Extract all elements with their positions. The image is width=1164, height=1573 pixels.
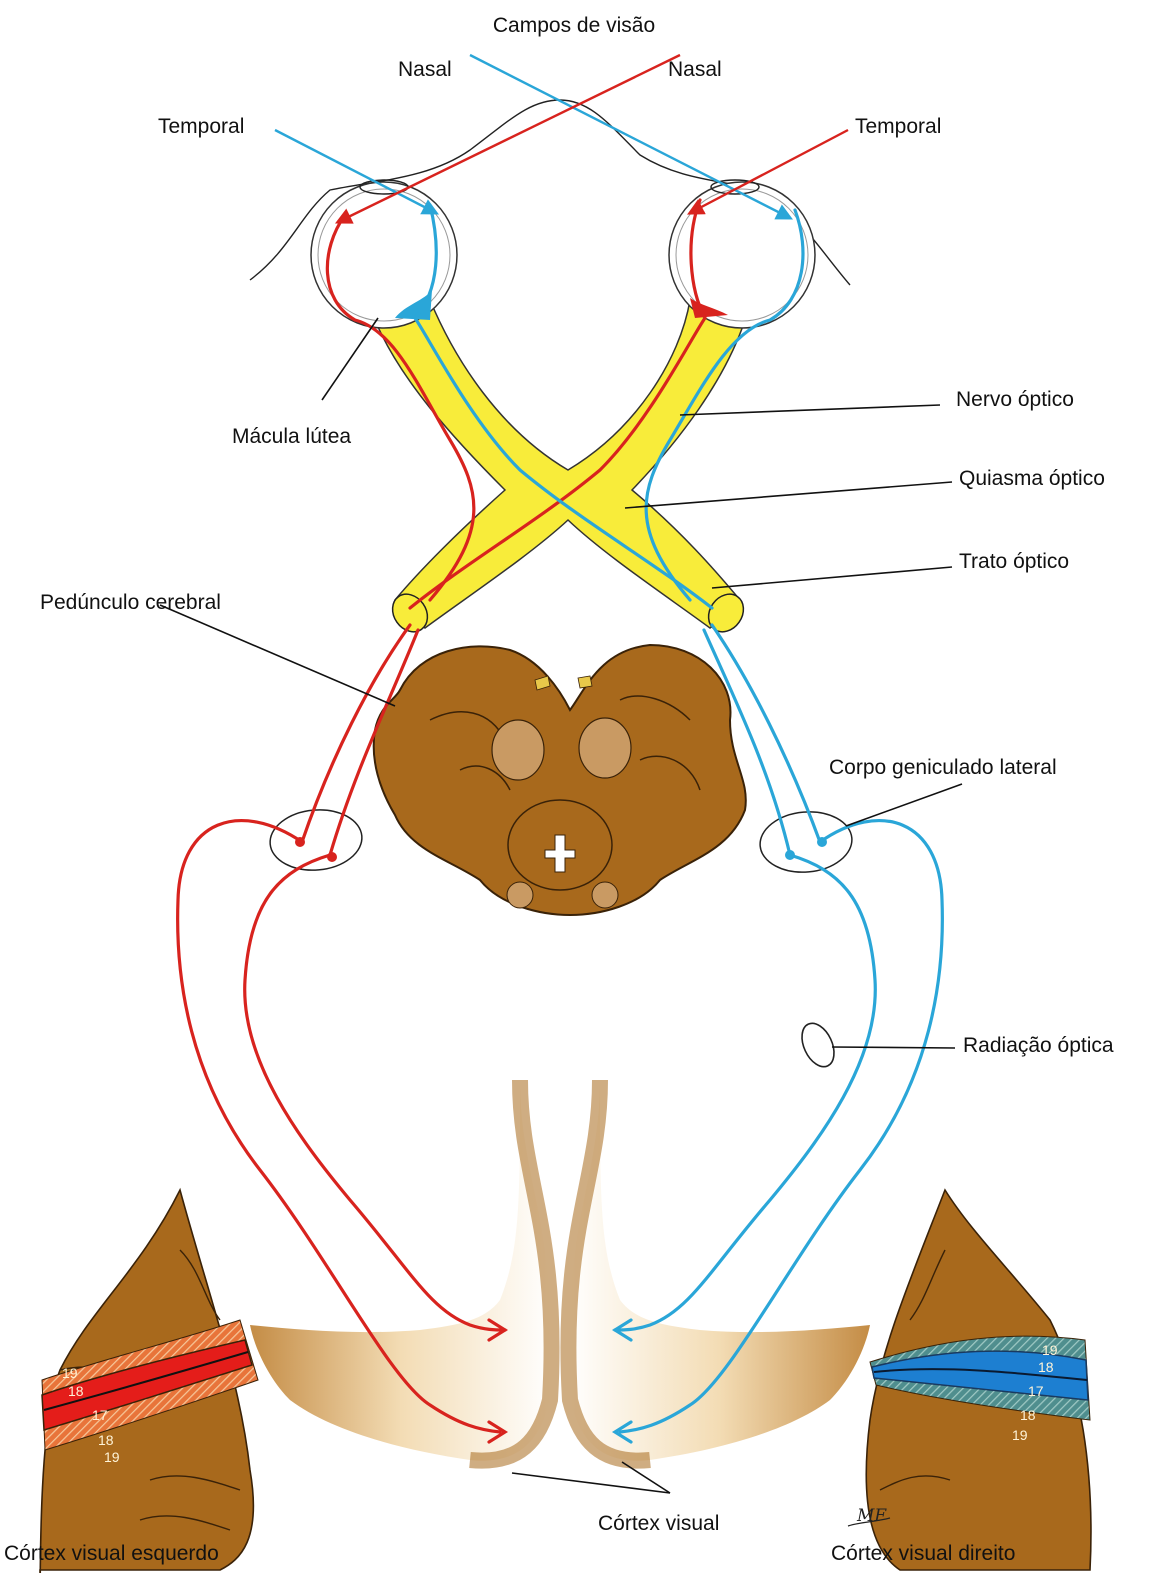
lateral-geniculate-label: Corpo geniculado lateral [829,756,1057,779]
left-area-17: 17 [92,1407,108,1423]
right-visual-cortex-label: Córtex visual direito [831,1542,1015,1565]
macula-label: Mácula lútea [232,425,351,448]
red-ray-left-nasal [338,55,680,222]
optic-chiasm-label: Quiasma óptico [959,467,1105,490]
left-area-18-upper: 18 [68,1383,84,1399]
right-area-18-upper: 18 [1038,1359,1054,1375]
temporal-label-left: Temporal [158,115,244,138]
right-area-18-lower: 18 [1020,1407,1036,1423]
optic-radiation-label: Radiação óptica [963,1034,1114,1057]
left-occipital-lobe [250,1080,552,1461]
left-visual-cortex-label: Córtex visual esquerdo [4,1542,219,1565]
macula-leader [322,318,378,400]
optic-tract-label: Trato óptico [959,550,1069,573]
right-area-19-upper: 19 [1042,1342,1058,1358]
midbrain-section [374,645,746,915]
peduncle-leader [160,605,395,706]
left-area-19-lower: 19 [104,1449,120,1465]
cortex-leader-left [512,1473,670,1493]
left-lgn-neuron-1 [295,837,305,847]
right-lateral-geniculate [758,808,855,876]
right-lgn-neuron-1 [817,837,827,847]
left-lgn-neuron-2 [327,852,337,862]
left-visual-cortex-view [40,1190,258,1573]
right-area-17: 17 [1028,1383,1044,1399]
left-lateral-geniculate [268,806,365,874]
optic-nerve-leader [680,405,940,415]
nasal-label-left: Nasal [398,58,452,81]
right-visual-cortex-view [866,1190,1091,1570]
lgn-leader [846,784,962,826]
radiation-leader [832,1047,955,1048]
visual-cortex-label: Córtex visual [598,1512,719,1535]
temporal-label-right: Temporal [855,115,941,138]
optic-nerve-label: Nervo óptico [956,388,1074,411]
nasal-label-right: Nasal [668,58,722,81]
optic-chiasm-shape [375,300,745,628]
right-occipital-lobe [568,1080,870,1461]
visual-fields-label: Campos de visão [493,14,655,37]
right-lgn-neuron-2 [785,850,795,860]
cerebral-peduncle-label: Pedúnculo cerebral [40,591,221,614]
left-area-19-upper: 19 [62,1365,78,1381]
left-area-18-lower: 18 [98,1432,114,1448]
optic-chiasm-leader [625,482,952,508]
optic-radiation-marker [796,1018,841,1072]
optic-tract-leader [712,567,952,588]
right-area-19-lower: 19 [1012,1427,1028,1443]
